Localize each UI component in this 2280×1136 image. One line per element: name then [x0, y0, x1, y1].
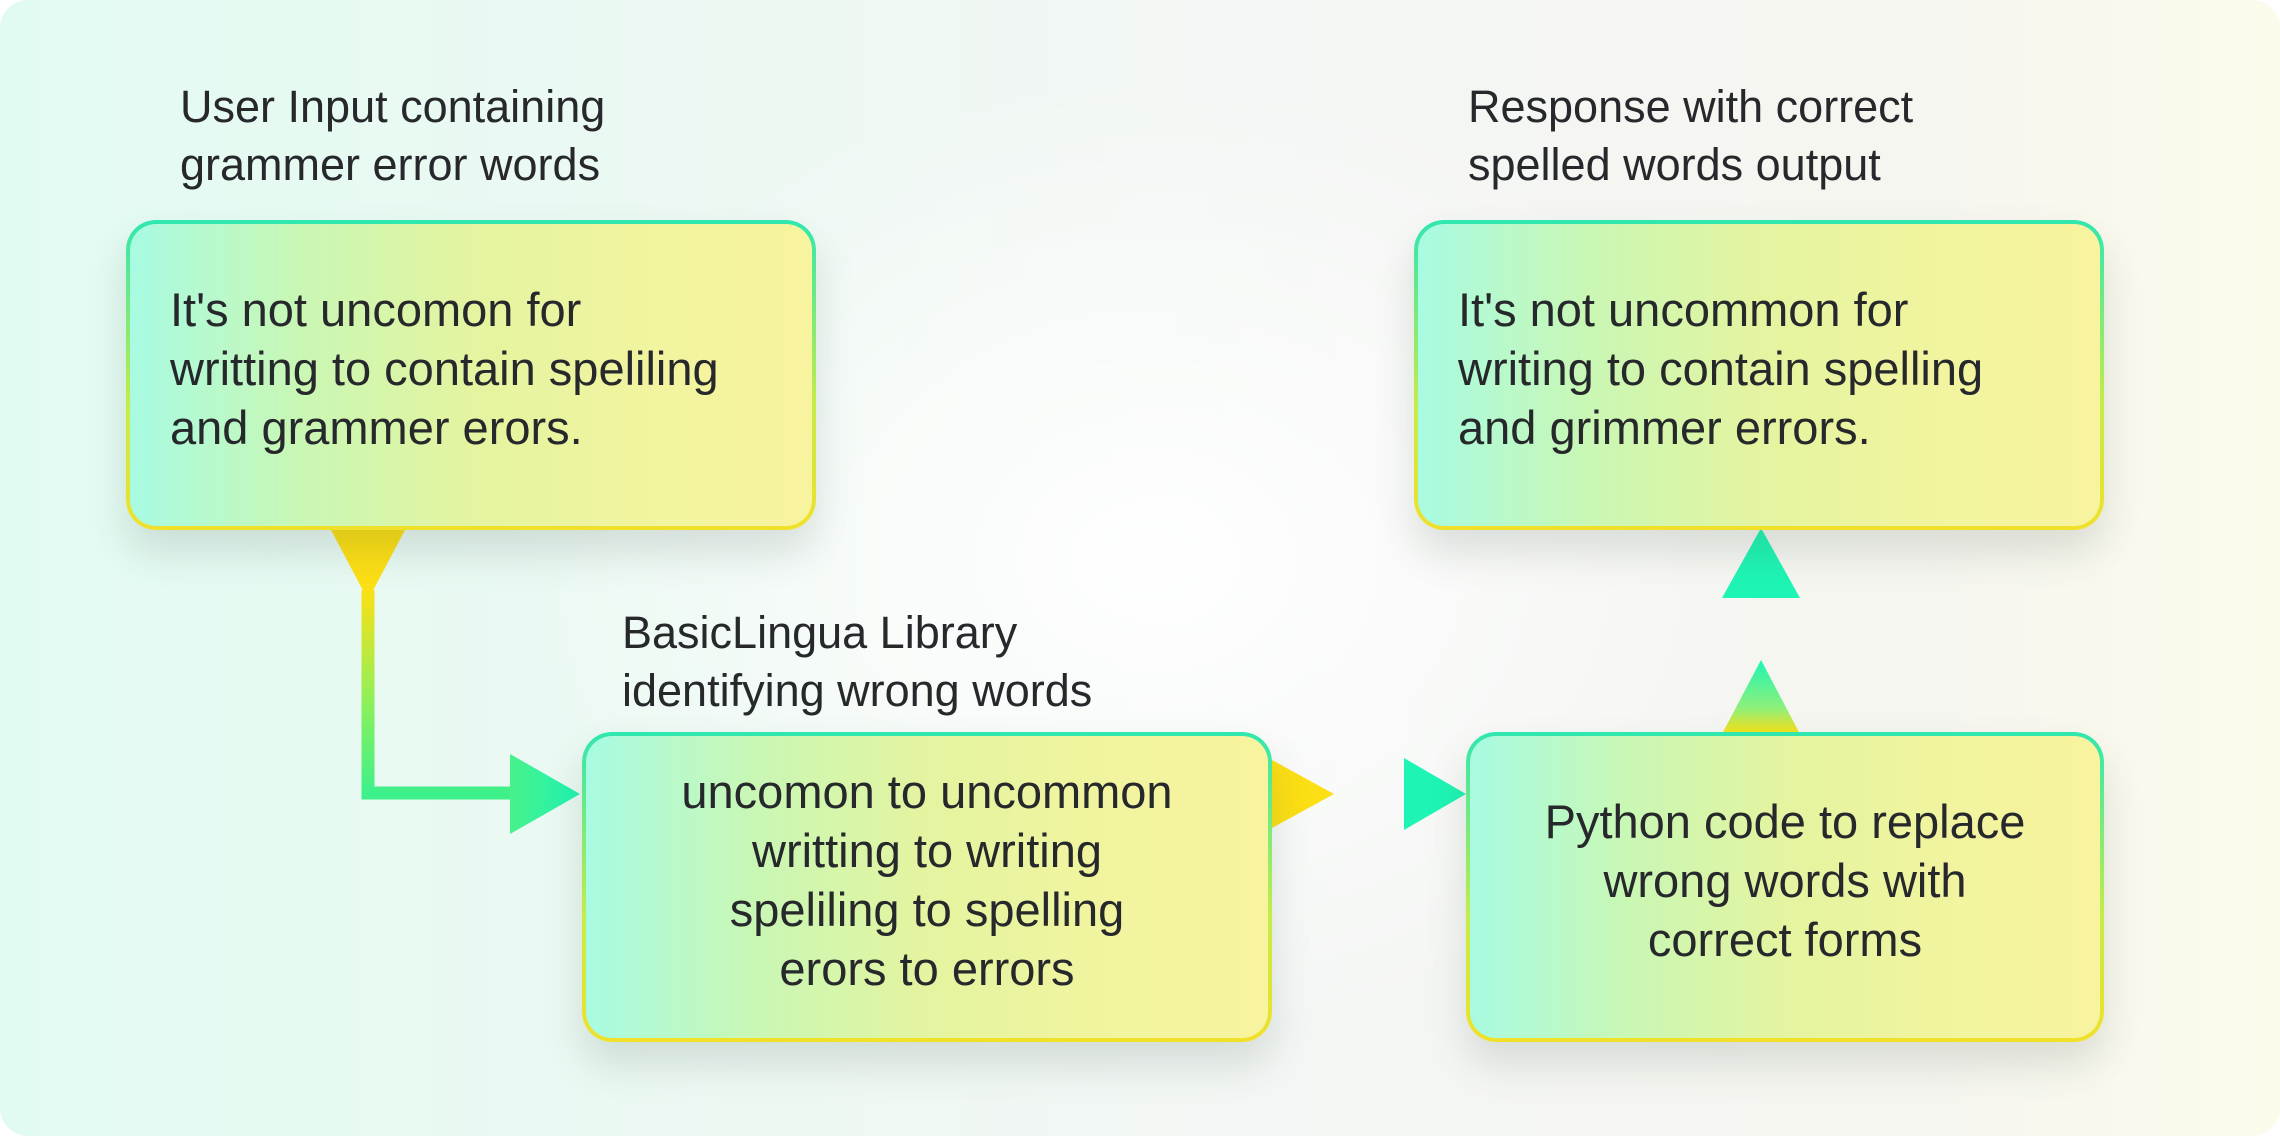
- arrow-library-to-python: [1272, 758, 1466, 830]
- box-line: and grimmer errors.: [1458, 401, 1871, 454]
- arrow-python-to-output: [1722, 528, 1800, 734]
- caption-user-input: User Input containing grammer error word…: [180, 78, 605, 194]
- arrow-head: [1404, 758, 1466, 830]
- arrow-line: [361, 590, 520, 800]
- arrow-head: [1722, 528, 1800, 598]
- caption-line: Response with correct: [1468, 81, 1914, 132]
- box-response: It's not uncommon for writing to contain…: [1414, 220, 2104, 530]
- arrow-tail-marker: [1272, 760, 1334, 828]
- box-line: wrong words with: [1603, 854, 1967, 907]
- box-line: Python code to replace: [1544, 795, 2026, 848]
- box-line: uncomon to uncommon: [681, 765, 1173, 818]
- arrow-tail-marker: [330, 528, 406, 600]
- caption-line: identifying wrong words: [622, 665, 1093, 716]
- caption-line: BasicLingua Library: [622, 607, 1018, 658]
- caption-line: User Input containing: [180, 81, 606, 132]
- caption-line: grammer error words: [180, 139, 601, 190]
- box-line: It's not uncommon for: [1458, 283, 1909, 336]
- arrow-input-to-library: [330, 528, 580, 834]
- box-line: writing to contain spelling: [1458, 342, 1984, 395]
- arrow-tail-marker: [1722, 660, 1800, 734]
- box-line: correct forms: [1647, 913, 1923, 966]
- caption-line: spelled words output: [1468, 139, 1881, 190]
- box-line: writting to writing: [752, 824, 1102, 877]
- box-line: It's not uncomon for: [170, 283, 582, 336]
- box-python-code: Python code to replace wrong words with …: [1466, 732, 2104, 1042]
- box-user-input: It's not uncomon for writting to contain…: [126, 220, 816, 530]
- box-library: uncomon to uncommon writting to writing …: [582, 732, 1272, 1042]
- arrow-head: [510, 754, 580, 834]
- caption-library: BasicLingua Library identifying wrong wo…: [622, 604, 1092, 720]
- box-line: erors to errors: [779, 942, 1075, 995]
- caption-response: Response with correct spelled words outp…: [1468, 78, 1913, 194]
- box-line: speliling to spelling: [729, 883, 1125, 936]
- box-line: and grammer erors.: [170, 401, 583, 454]
- box-line: writting to contain speliling: [170, 342, 719, 395]
